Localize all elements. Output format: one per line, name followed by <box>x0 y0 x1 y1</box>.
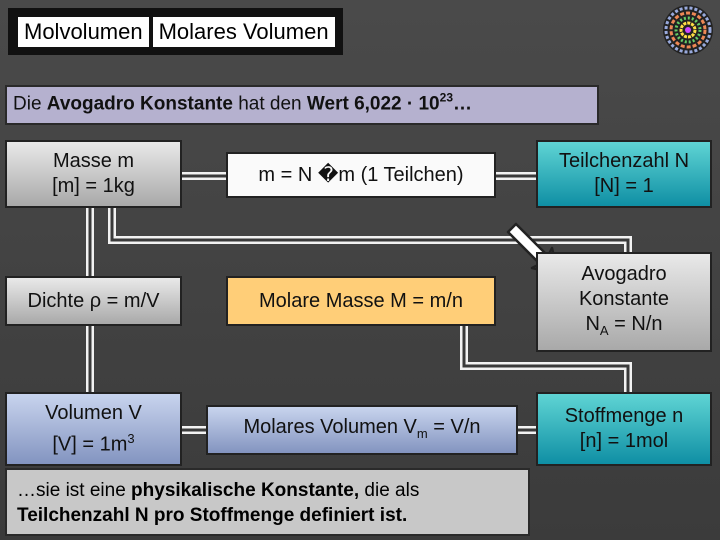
avogadro-formula-post: = N/n <box>608 312 663 335</box>
note-text-mid: die als <box>359 480 420 501</box>
box-volumen: Volumen V [V] = 1m3 <box>5 392 182 466</box>
avogadro-label-1: Avogadro <box>581 262 667 285</box>
formel-masse-text: m = N �m (1 Teilchen) <box>258 163 464 186</box>
info-text-konstante: Konstante <box>140 93 233 115</box>
teilchenzahl-unit: [N] = 1 <box>594 175 654 197</box>
box-molares-volumen: Molares Volumen Vm = V/n <box>206 405 518 455</box>
avogadro-formula-sub: A <box>599 322 609 338</box>
molares-volumen-text: Molares Volumen Vm = V/n <box>243 415 480 446</box>
info-text-prefix: Die <box>13 93 47 115</box>
avogadro-info-bar: Die Avogadro Konstante hat den Wert 6,02… <box>5 85 599 125</box>
info-text-wert: Wert 6,022 · 10 <box>306 93 440 115</box>
molare-masse-text: Molare Masse M = m/n <box>259 289 463 312</box>
avogadro-formula-pre: N <box>585 312 600 335</box>
definition-note: …sie ist eine physikalische Konstante, d… <box>5 468 530 536</box>
note-text-definition: Teilchenzahl N pro Stoffmenge definiert … <box>17 505 408 526</box>
box-molare-masse: Molare Masse M = m/n <box>226 276 496 326</box>
molares-volumen-pre: Molares Volumen V <box>243 415 417 438</box>
volumen-unit: [V] = 1m3 <box>52 426 134 458</box>
box-masse: Masse m [m] = 1kg <box>5 140 182 208</box>
info-text-ellipsis: … <box>453 93 472 115</box>
avogadro-label-2: Konstante <box>578 287 670 310</box>
volumen-unit-text: [V] = 1m <box>52 433 128 456</box>
box-stoffmenge: Stoffmenge n [n] = 1mol <box>536 392 712 466</box>
dichte-label: Dichte ρ = m/V <box>27 289 160 312</box>
title-part-molvolumen: Molvolumen <box>18 16 149 47</box>
masse-label: Masse m <box>52 150 135 172</box>
masse-unit: [m] = 1kg <box>52 175 135 197</box>
stoffmenge-unit: [n] = 1mol <box>579 430 669 452</box>
info-text-avogadro: Avogadro <box>46 93 135 115</box>
box-teilchenzahl: Teilchenzahl N [N] = 1 <box>536 140 712 208</box>
box-dichte: Dichte ρ = m/V <box>5 276 182 326</box>
box-avogadro-konstante: Avogadro Konstante NA = N/n <box>536 252 712 352</box>
volumen-label: Volumen V <box>45 401 142 424</box>
mandala-logo-icon <box>663 5 713 55</box>
teilchenzahl-label: Teilchenzahl N <box>558 150 690 172</box>
molares-volumen-post: = V/n <box>427 415 481 438</box>
note-text-physikalische-konstante: physikalische Konstante, <box>131 480 360 501</box>
info-text-exponent: 23 <box>439 91 453 105</box>
box-formel-masse: m = N �m (1 Teilchen) <box>226 152 496 198</box>
avogadro-formula: NA = N/n <box>585 312 662 343</box>
info-text-middle: hat den <box>232 93 307 115</box>
page-title: Molvolumen Molares Volumen <box>8 8 343 55</box>
note-text-pre: …sie ist eine <box>17 480 132 501</box>
stoffmenge-label: Stoffmenge n <box>564 405 684 427</box>
molares-volumen-sub: m <box>416 425 428 441</box>
volumen-unit-exponent: 3 <box>127 430 135 446</box>
title-part-molares-volumen: Molares Volumen <box>152 16 335 47</box>
